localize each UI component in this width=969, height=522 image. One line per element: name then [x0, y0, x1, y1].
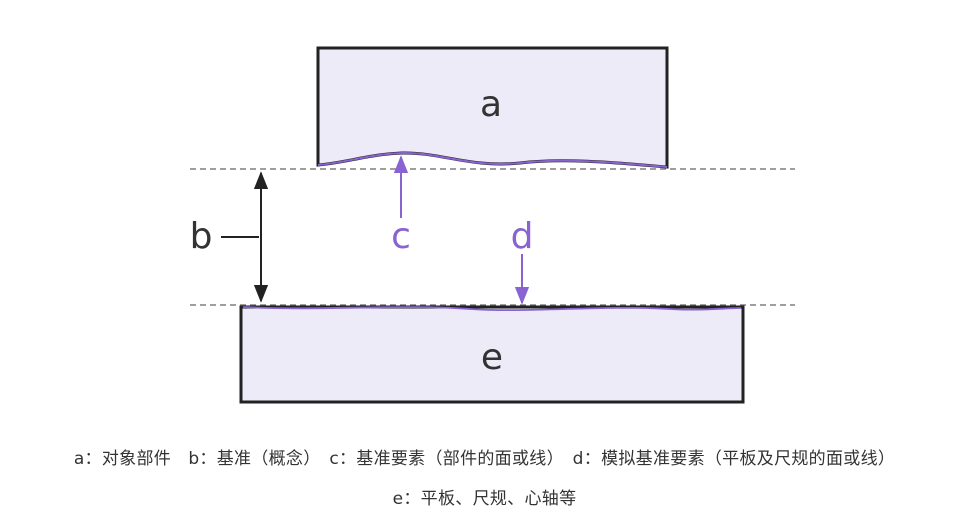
- label-e: e: [481, 337, 503, 378]
- legend-line-2: e：平板、尺规、心轴等: [392, 489, 577, 509]
- datum-feature-surface: [317, 151, 668, 168]
- label-a: a: [480, 84, 502, 125]
- surface-plate-e: [239, 305, 745, 404]
- legend-line-1: a：对象部件 b：基准（概念） c：基准要素（部件的面或线） d：模拟基准要素（…: [73, 449, 896, 469]
- label-d: d: [511, 216, 534, 257]
- simulated-datum-surface: [242, 306, 742, 312]
- label-c: c: [391, 216, 411, 257]
- label-b: b: [190, 216, 213, 257]
